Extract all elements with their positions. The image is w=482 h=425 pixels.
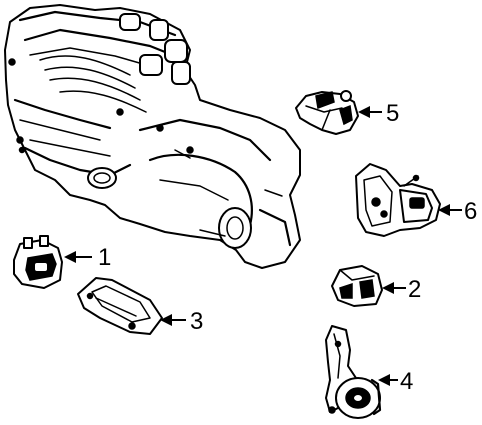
callout-4-label: 4: [400, 368, 413, 395]
callout-3: 3: [160, 308, 203, 335]
part-1-engine-mount: [13, 235, 63, 289]
part-2-small-mount: [331, 265, 383, 307]
callout-5: 5: [358, 100, 399, 127]
callout-4: 4: [378, 368, 413, 395]
callout-2-label: 2: [408, 276, 421, 303]
engine-assembly: [4, 4, 301, 269]
callout-6: 6: [438, 198, 477, 225]
callout-1: 1: [64, 244, 111, 271]
part-6-mount-bracket: [355, 163, 441, 237]
part-5-mount-clamp: [295, 90, 359, 135]
part-3-mount-bracket: [77, 277, 163, 335]
callout-2: 2: [382, 276, 421, 303]
callout-1-label: 1: [98, 244, 111, 271]
callout-6-label: 6: [464, 198, 477, 225]
callout-3-label: 3: [190, 308, 203, 335]
callout-5-label: 5: [386, 100, 399, 127]
part-4-transaxle-mount: [325, 325, 382, 419]
